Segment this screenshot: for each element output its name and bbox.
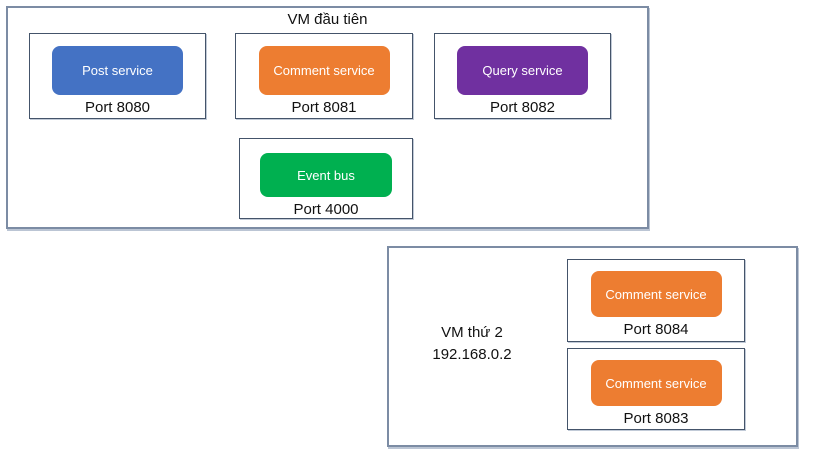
query-service-card: Query service Port 8082 bbox=[434, 33, 611, 119]
vm2-title: VM thứ 2 bbox=[441, 324, 503, 341]
vm2-ip-address: 192.168.0.2 bbox=[432, 346, 512, 363]
comment-service-card: Comment service Port 8081 bbox=[235, 33, 413, 119]
vm2-label: VM thứ 2 192.168.0.2 bbox=[397, 322, 547, 366]
event-bus-card: Event bus Port 4000 bbox=[239, 138, 413, 219]
query-service-pill: Query service bbox=[457, 46, 588, 95]
comment-service-8084-pill: Comment service bbox=[590, 271, 722, 317]
vm2-box: VM thứ 2 192.168.0.2 Comment service Por… bbox=[387, 246, 798, 447]
event-bus-pill: Event bus bbox=[260, 153, 392, 197]
comment-service-8083-card: Comment service Port 8083 bbox=[567, 348, 745, 430]
comment-service-port-label: Port 8081 bbox=[291, 99, 357, 116]
comment-service-8084-card: Comment service Port 8084 bbox=[567, 259, 745, 342]
post-service-card: Post service Port 8080 bbox=[29, 33, 206, 119]
comment-service-pill: Comment service bbox=[258, 46, 390, 95]
comment-service-8084-port-label: Port 8084 bbox=[623, 321, 689, 338]
event-bus-port-label: Port 4000 bbox=[293, 201, 359, 218]
post-service-port-label: Port 8080 bbox=[84, 99, 151, 116]
vm1-box: VM đầu tiên Post service Port 8080 Comme… bbox=[6, 6, 649, 229]
post-service-pill: Post service bbox=[52, 46, 183, 95]
vm1-title: VM đầu tiên bbox=[287, 11, 368, 28]
query-service-port-label: Port 8082 bbox=[489, 99, 556, 116]
comment-service-8083-port-label: Port 8083 bbox=[623, 410, 689, 427]
comment-service-8083-pill: Comment service bbox=[590, 360, 722, 406]
